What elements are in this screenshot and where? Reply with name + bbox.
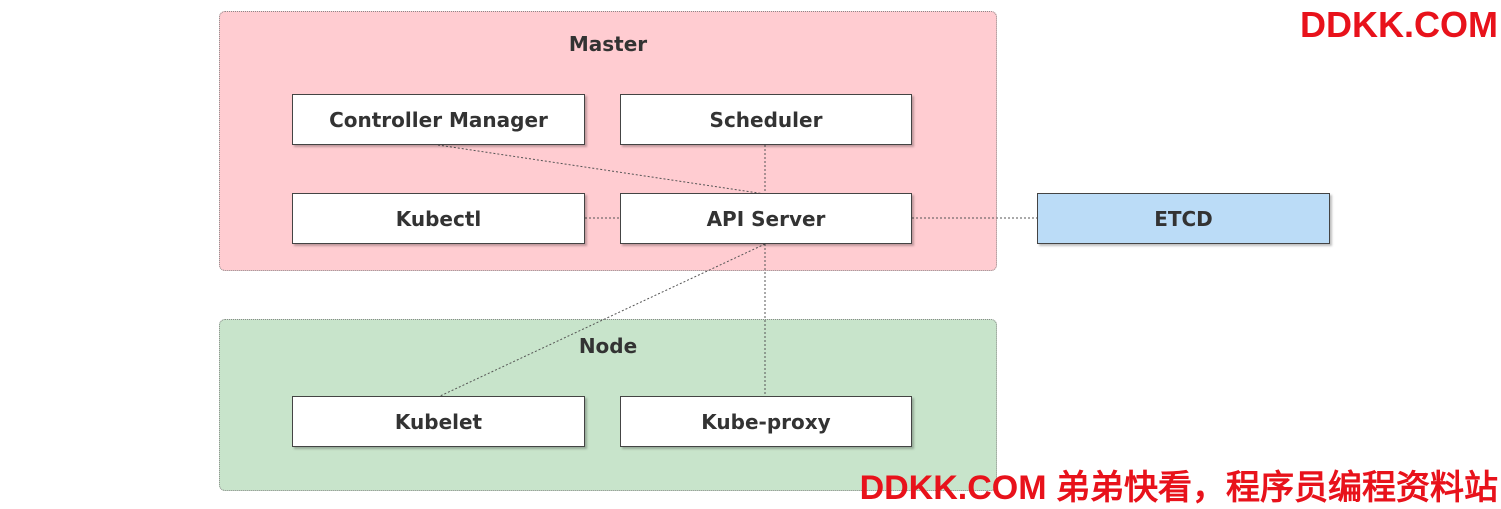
node-label: Node — [578, 334, 638, 358]
kube-proxy-label: Kube-proxy — [701, 409, 831, 434]
controller-manager-label: Controller Manager — [329, 107, 548, 132]
etcd-label: ETCD — [1154, 206, 1213, 231]
kubectl-box: Kubectl — [292, 193, 585, 244]
watermark-bottom-right: DDKK.COM 弟弟快看，程序员编程资料站 — [859, 469, 1498, 507]
etcd-box: ETCD — [1037, 193, 1330, 244]
kubectl-label: Kubectl — [395, 206, 482, 231]
api-server-label: API Server — [706, 206, 826, 231]
kubelet-box: Kubelet — [292, 396, 585, 447]
scheduler-box: Scheduler — [620, 94, 912, 145]
kubelet-label: Kubelet — [394, 409, 483, 434]
watermark-top-right: DDKK.COM — [1300, 4, 1498, 45]
controller-manager-box: Controller Manager — [292, 94, 585, 145]
api-server-box: API Server — [620, 193, 912, 244]
scheduler-label: Scheduler — [709, 107, 823, 132]
kube-proxy-box: Kube-proxy — [620, 396, 912, 447]
master-label: Master — [568, 32, 648, 56]
